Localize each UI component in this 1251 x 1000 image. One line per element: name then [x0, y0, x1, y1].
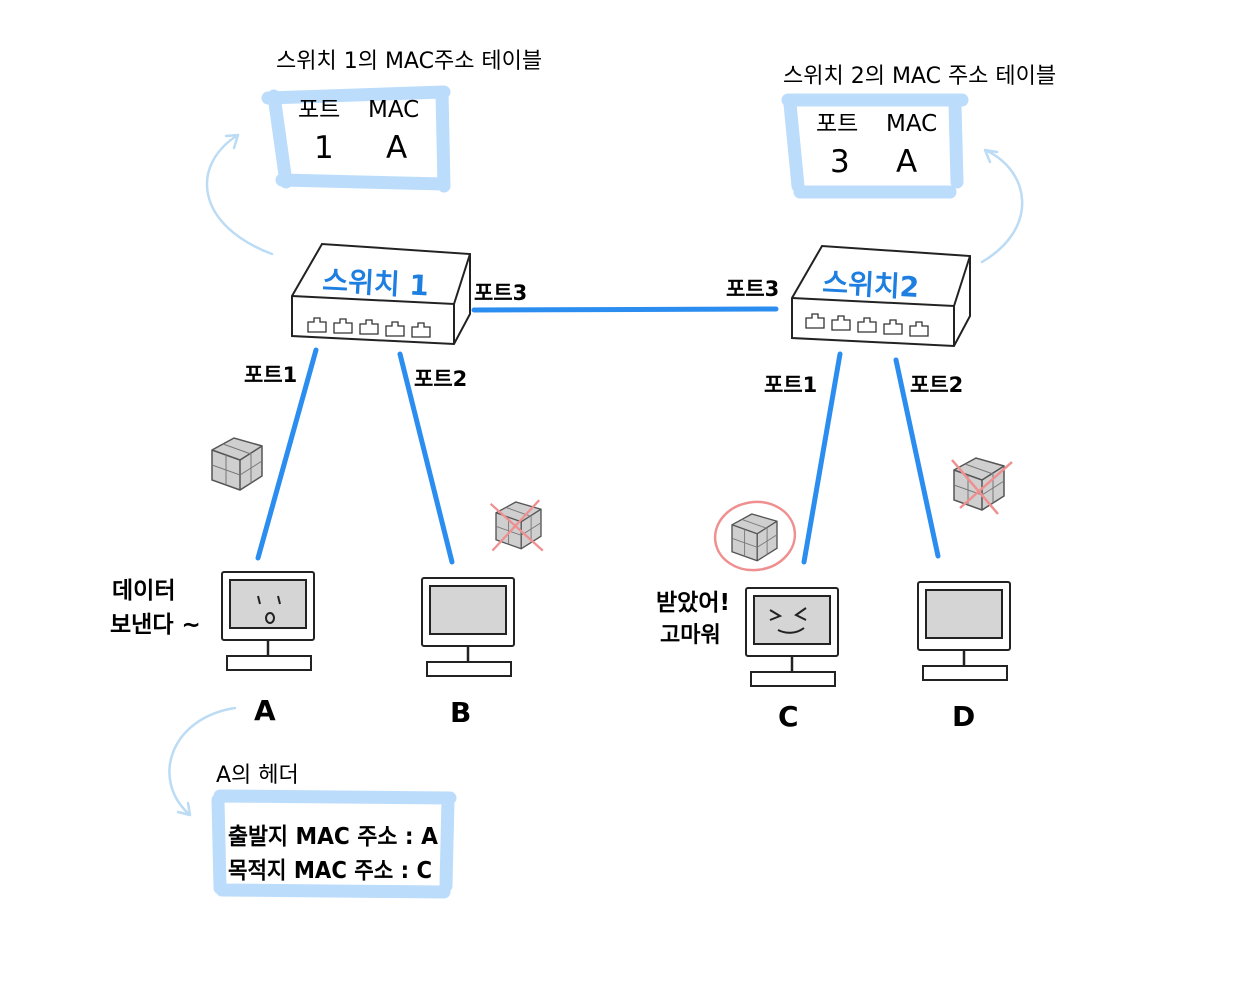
- mac-table-switch1-col-port: 포트: [298, 97, 340, 123]
- mac-table-switch2-frame: [781, 93, 969, 199]
- host-b-name: B: [450, 696, 471, 729]
- switch1: 스위치 1: [291, 243, 471, 345]
- a-header-destination-mac: 목적지 MAC 주소 : C: [228, 858, 432, 884]
- switch1-label: 스위치 1: [322, 264, 430, 303]
- speech-c-line2: 고마워: [660, 623, 721, 648]
- highlight-circle-icon: [713, 500, 797, 572]
- speech-a-line1: 데이터: [112, 578, 175, 604]
- curve-arrow-switch1-to-table: [205, 133, 274, 256]
- mac-table-switch2-title: 스위치 2의 MAC 주소 테이블: [783, 64, 1056, 89]
- computer-c: [744, 586, 840, 688]
- mac-table-switch1-mac: A: [386, 130, 407, 166]
- mac-table-switch2-port: 3: [830, 144, 850, 180]
- host-a-name: A: [254, 694, 276, 727]
- a-header-box: A의 헤더 출발지 MAC 주소 : A 목적지 MAC 주소 : C: [211, 763, 457, 899]
- mac-table-switch1: 스위치 1의 MAC주소 테이블 포트 MAC 1 A: [261, 49, 542, 193]
- link-switch1-a: [255, 347, 319, 561]
- switch1-port2-label: 포트2: [414, 367, 467, 391]
- surprised-face-icon: [257, 595, 281, 624]
- switch2-port3-label: 포트3: [726, 277, 779, 301]
- mac-table-switch2-col-port: 포트: [816, 111, 858, 137]
- host-c-name: C: [778, 700, 799, 733]
- mac-table-switch1-col-mac: MAC: [368, 97, 419, 123]
- speech-a-line2: 보낸다 ~: [110, 612, 201, 638]
- mac-table-switch1-title: 스위치 1의 MAC주소 테이블: [276, 49, 542, 74]
- link-switch2-c: [801, 351, 843, 565]
- link-switch1-b: [397, 351, 455, 565]
- switch2-label: 스위치2: [822, 266, 920, 304]
- curve-arrow-a-to-header: [168, 706, 237, 817]
- a-header-source-mac: 출발지 MAC 주소 : A: [228, 824, 438, 850]
- switch1-port1-label: 포트1: [244, 363, 297, 387]
- computer-b: [420, 576, 516, 678]
- speech-c-line1: 받았어!: [656, 590, 730, 616]
- host-d-name: D: [952, 700, 975, 733]
- curve-arrow-switch2-to-table: [980, 148, 1024, 264]
- mac-table-switch2-col-mac: MAC: [886, 111, 937, 137]
- happy-face-icon: [769, 607, 807, 634]
- mac-table-switch2: 스위치 2의 MAC 주소 테이블 포트 MAC 3 A: [781, 64, 1056, 199]
- packet-icon-dropped-b: [489, 499, 544, 552]
- switch2: 스위치2: [791, 245, 971, 347]
- packet-icon-dropped-d: [951, 457, 1013, 515]
- a-header-frame: [211, 789, 457, 899]
- cross-mark-icon: [951, 459, 999, 515]
- switch2-port1-label: 포트1: [764, 373, 817, 397]
- switch2-port2-label: 포트2: [910, 373, 963, 397]
- mac-table-switch1-frame: [261, 85, 451, 193]
- link-switch2-d: [893, 357, 941, 559]
- computer-d: [916, 580, 1012, 682]
- mac-table-switch1-port: 1: [314, 130, 334, 166]
- a-header-title: A의 헤더: [216, 763, 299, 788]
- link-switch1-switch2: [471, 306, 779, 313]
- computer-a: [220, 570, 316, 672]
- switch1-port3-label: 포트3: [474, 281, 527, 305]
- mac-table-switch2-mac: A: [896, 144, 917, 180]
- packet-icon-received-c: [713, 500, 797, 572]
- packet-icon-a-to-switch1: [211, 437, 263, 491]
- cross-mark-icon: [489, 502, 544, 552]
